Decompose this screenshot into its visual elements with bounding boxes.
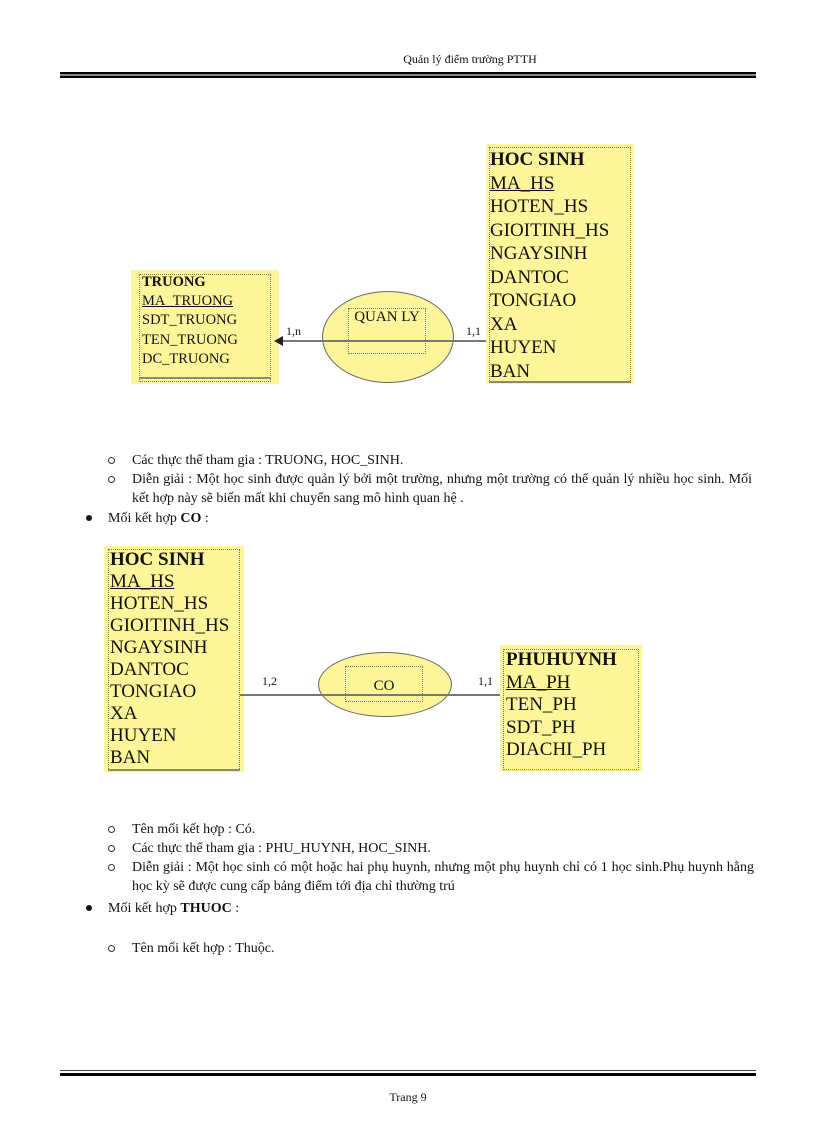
- entity-attr: XA: [110, 703, 138, 724]
- entity-hoc-sinh: HOC SINH MA_HS HOTEN_HS GIOITINH_HS NGAY…: [486, 144, 634, 384]
- relationship-quan-ly: [322, 291, 454, 383]
- entity-attr: DANTOC: [110, 659, 189, 680]
- entity-title: HOC SINH: [110, 549, 205, 570]
- cardinality-right: 1,1: [466, 324, 481, 338]
- arrow-left-icon: [274, 336, 283, 346]
- entity-attr: HOTEN_HS: [490, 196, 589, 217]
- entity-key-attr: MA_HS: [490, 172, 555, 194]
- relationship-name: CO: [373, 678, 395, 694]
- section-heading-co: Mối kết hợp CO :: [108, 509, 209, 528]
- cardinality-left: 1,2: [262, 674, 277, 688]
- bullet-circle-icon: [108, 476, 115, 483]
- heading-suffix: :: [201, 511, 209, 526]
- entity-hoc-sinh: HOC SINH MA_HS HOTEN_HS GIOITINH_HS NGAY…: [104, 546, 244, 772]
- entity-attr: XA: [490, 313, 518, 335]
- entity-key-attr: MA_TRUONG: [142, 293, 234, 310]
- section-heading-thuoc: Mối kết hợp THUOC :: [108, 899, 239, 918]
- entity-attr: NGAYSINH: [490, 243, 588, 264]
- bullet-circle-icon: [108, 457, 115, 464]
- relationship-name: QUAN LY: [354, 309, 420, 325]
- heading-relationship-name: CO: [180, 511, 202, 526]
- header-title: Quản lý điểm trường PTTH: [403, 52, 537, 66]
- entity-attr: GIOITINH_HS: [490, 219, 610, 241]
- entity-attr: DIACHI_PH: [506, 739, 607, 760]
- entity-attr: DANTOC: [490, 266, 569, 288]
- entity-title: HOC SINH: [490, 149, 585, 170]
- page-footer: Trang 9: [0, 1090, 816, 1105]
- bullet-dot-icon: [86, 905, 92, 911]
- entity-attr: HUYEN: [110, 725, 177, 746]
- footer-rule: [60, 1070, 756, 1076]
- bullet-circle-icon: [108, 845, 115, 852]
- entity-phuhuynh: PHUHUYNH MA_PH TEN_PH SDT_PH DIACHI_PH: [500, 645, 642, 771]
- entity-attr: TONGIAO: [490, 290, 577, 311]
- list-item: Diễn giải : Một học sinh có một hoặc hai…: [132, 860, 754, 894]
- page-number: Trang 9: [389, 1090, 427, 1104]
- entity-attr: TONGIAO: [110, 681, 197, 702]
- bullet-circle-icon: [108, 826, 115, 833]
- entity-truong: TRUONG MA_TRUONG SDT_TRUONG TEN_TRUONG D…: [131, 270, 279, 384]
- entity-attr: SDT_PH: [506, 716, 576, 738]
- bullet-circle-icon: [108, 945, 115, 952]
- entity-title: PHUHUYNH: [506, 649, 617, 670]
- heading-prefix: Mối kết hợp: [108, 901, 181, 916]
- entity-attr: TEN_PH: [506, 694, 577, 715]
- bullet-circle-icon: [108, 864, 115, 871]
- entity-attr: BAN: [490, 360, 531, 382]
- page-header: Quản lý điểm trường PTTH: [0, 52, 816, 67]
- list-item: Diễn giải : Một học sinh được quản lý bở…: [132, 472, 752, 506]
- relationship-label-box: QUAN LY: [348, 308, 426, 354]
- cardinality-left: 1,n: [286, 324, 301, 338]
- list-item: Tên mối kết hợp : Có.: [132, 822, 256, 837]
- header-rule: [60, 72, 756, 78]
- entity-attr: GIOITINH_HS: [110, 615, 230, 636]
- entity-key-attr: MA_PH: [506, 671, 571, 693]
- entity-attr: SDT_TRUONG: [142, 312, 238, 329]
- connector-line: [322, 340, 454, 342]
- entity-attr: DC_TRUONG: [142, 350, 230, 367]
- entity-attr: BAN: [110, 747, 151, 768]
- list-item: Các thực thể tham gia : PHU_HUYNH, HOC_S…: [132, 841, 431, 856]
- list-item: Các thực thể tham gia : TRUONG, HOC_SINH…: [132, 453, 404, 468]
- entity-attr: NGAYSINH: [110, 637, 208, 658]
- heading-prefix: Mối kết hợp: [108, 511, 181, 526]
- connector-line: [318, 694, 452, 696]
- relationship-label-box: CO: [345, 666, 423, 702]
- heading-suffix: :: [231, 901, 240, 916]
- heading-relationship-name: THUOC: [180, 901, 232, 916]
- bullet-dot-icon: [86, 515, 92, 521]
- entity-attr: TEN_TRUONG: [142, 331, 238, 348]
- entity-attr: HUYEN: [490, 337, 557, 358]
- cardinality-right: 1,1: [478, 674, 493, 688]
- entity-attr: HOTEN_HS: [110, 593, 209, 614]
- entity-key-attr: MA_HS: [110, 571, 175, 592]
- list-item: Tên mối kết hợp : Thuộc.: [132, 941, 275, 956]
- relationship-co: [318, 652, 452, 717]
- entity-title: TRUONG: [142, 274, 206, 290]
